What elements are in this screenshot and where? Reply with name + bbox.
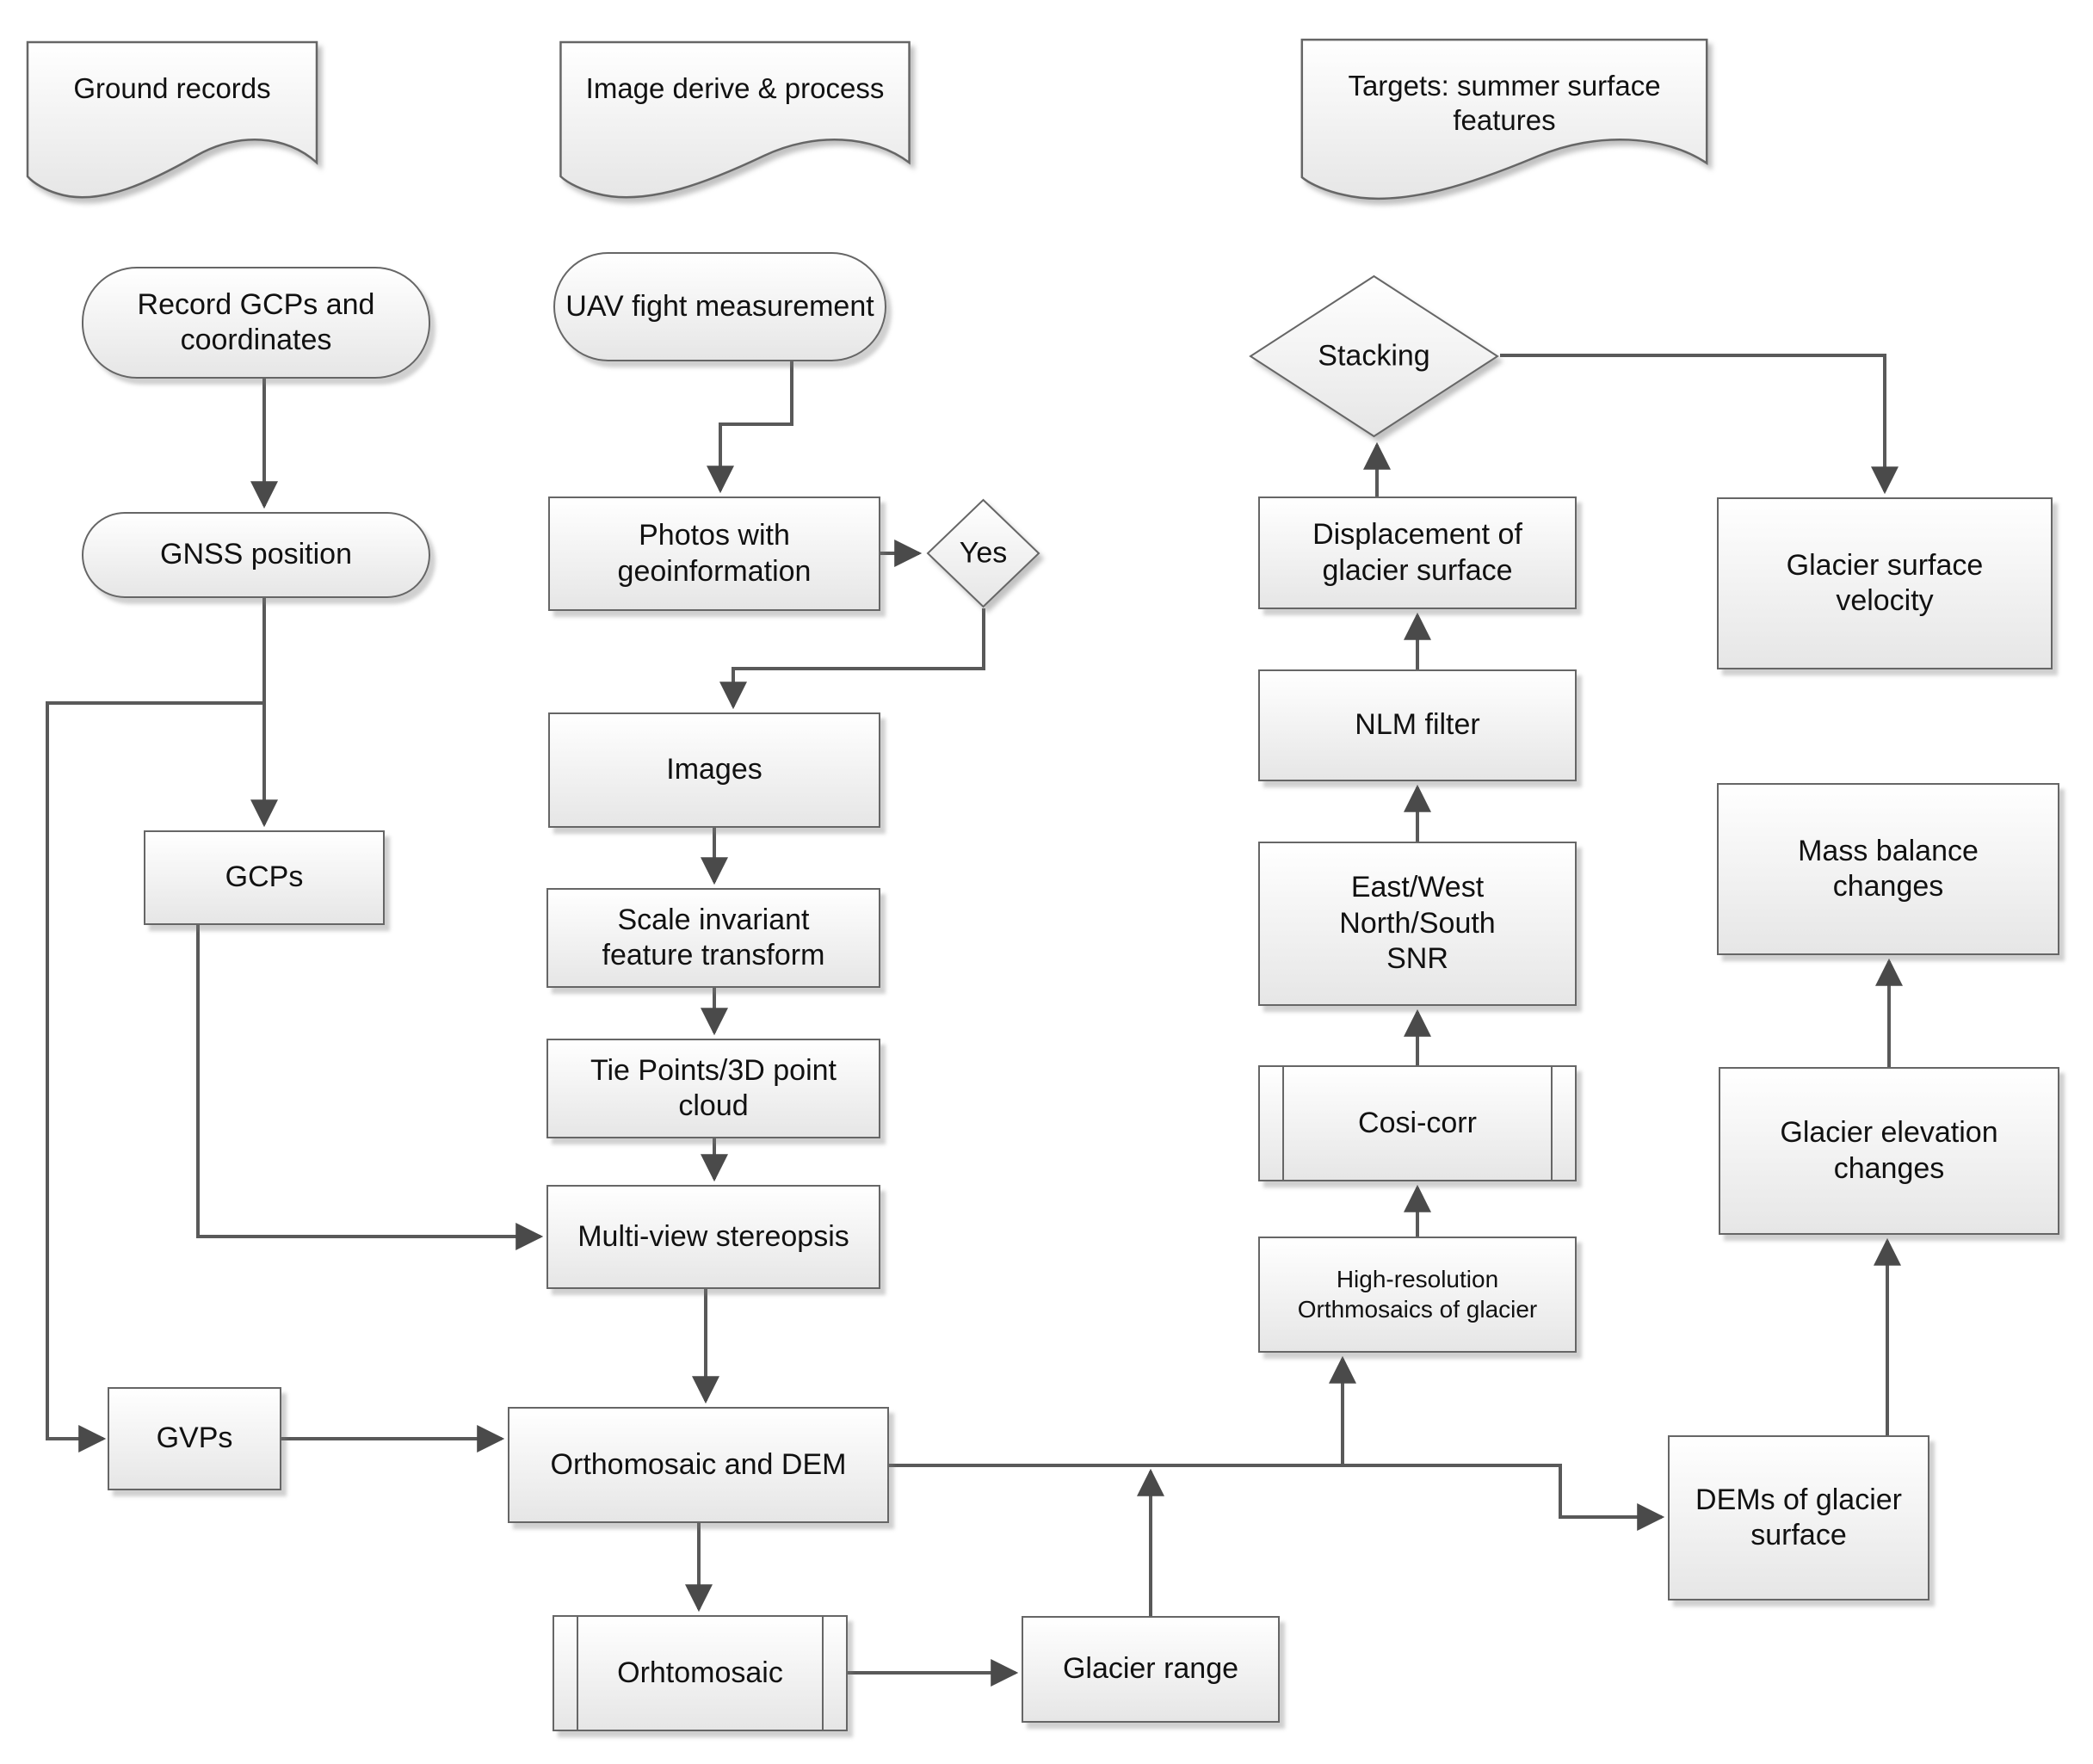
node-stacking-decision-label: Stacking — [1318, 339, 1430, 373]
document-shape-icon — [22, 39, 323, 211]
connector-gnss-gvps — [46, 701, 264, 1453]
node-multi-view-stereopsis-label: Multi-view stereopsis — [577, 1219, 849, 1253]
node-photos-with-geoinformation: Photos with geoinformation — [548, 497, 880, 611]
header-image-derive-process-label: Image derive & process — [585, 72, 885, 104]
node-glacier-surface-velocity-label: Glacier surface velocity — [1786, 548, 1984, 617]
node-gnss-position: GNSS position — [82, 512, 430, 598]
node-mass-balance-changes: Mass balance changes — [1717, 783, 2059, 955]
connector-yes-images — [719, 608, 985, 710]
node-record-gcps: Record GCPs and coordinates — [82, 267, 430, 379]
node-glacier-range-label: Glacier range — [1062, 1652, 1239, 1686]
node-glacier-range: Glacier range — [1022, 1616, 1280, 1723]
node-scale-invariant-feature-transform: Scale invariant feature transform — [546, 888, 880, 988]
node-dems-of-glacier-surface: DEMs of glacier surface — [1668, 1435, 1929, 1601]
node-glacier-surface-velocity: Glacier surface velocity — [1717, 497, 2053, 669]
node-gvps: GVPs — [108, 1387, 281, 1490]
node-orthomosaic-and-dem: Orthomosaic and DEM — [508, 1407, 889, 1523]
node-multi-view-stereopsis: Multi-view stereopsis — [546, 1185, 880, 1289]
header-image-derive-process: Image derive & process — [553, 39, 917, 211]
node-uav-fight-measurement-label: UAV fight measurement — [565, 289, 874, 323]
node-record-gcps-label: Record GCPs and coordinates — [137, 287, 375, 356]
node-stacking-decision: Stacking — [1248, 274, 1500, 439]
node-images-label: Images — [666, 753, 762, 786]
diamond-shape-icon — [1249, 274, 1499, 438]
node-sift-label: Scale invariant feature transform — [602, 903, 825, 971]
node-displacement-of-glacier-surface: Displacement of glacier surface — [1258, 497, 1577, 609]
node-yes-decision-label: Yes — [959, 536, 1008, 570]
node-high-resolution-orthmosaics-label: High-resolution Orthmosaics of glacier — [1297, 1266, 1538, 1323]
header-targets: Targets: summer surface features — [1293, 36, 1715, 213]
node-cosi-corr: Cosi-corr — [1258, 1065, 1577, 1181]
node-displacement-label: Displacement of glacier surface — [1312, 518, 1522, 587]
diamond-shape-icon — [926, 498, 1040, 608]
node-nlm-filter: NLM filter — [1258, 669, 1577, 781]
connector-stacking-gsv — [1500, 354, 1899, 495]
node-high-resolution-orthmosaics: High-resolution Orthmosaics of glacier — [1258, 1237, 1577, 1353]
node-gcps: GCPs — [144, 830, 385, 925]
node-gnss-position-label: GNSS position — [160, 538, 352, 571]
node-cosi-corr-label: Cosi-corr — [1358, 1106, 1477, 1139]
connector-gcps-multiview — [196, 925, 544, 1250]
connector-uav-photos — [707, 361, 793, 494]
node-orhtomosaic: Orhtomosaic — [553, 1615, 848, 1731]
node-east-west-north-south-snr: East/West North/South SNR — [1258, 842, 1577, 1006]
header-ground-records-label: Ground records — [73, 72, 271, 104]
node-orthomosaic-and-dem-label: Orthomosaic and DEM — [550, 1447, 847, 1481]
node-glacier-elevation-changes-label: Glacier elevation changes — [1780, 1116, 1998, 1185]
node-gvps-label: GVPs — [156, 1422, 233, 1455]
header-ground-records: Ground records — [22, 39, 323, 211]
node-tie-points-label: Tie Points/3D point cloud — [590, 1053, 837, 1122]
document-shape-icon — [1293, 36, 1715, 213]
node-nlm-filter-label: NLM filter — [1355, 708, 1480, 742]
document-shape-icon — [553, 39, 917, 211]
node-tie-points-3d-point-cloud: Tie Points/3D point cloud — [546, 1039, 880, 1138]
node-gcps-label: GCPs — [225, 860, 304, 894]
node-glacier-elevation-changes: Glacier elevation changes — [1719, 1067, 2059, 1235]
node-orhtomosaic-label: Orhtomosaic — [617, 1656, 783, 1689]
connector-orthodem-dems-rail — [889, 1464, 1665, 1531]
header-targets-label: Targets: summer surface features — [1348, 70, 1661, 137]
node-uav-fight-measurement: UAV fight measurement — [553, 252, 886, 361]
node-images: Images — [548, 712, 880, 828]
node-yes-decision: Yes — [925, 497, 1041, 609]
node-dems-of-glacier-surface-label: DEMs of glacier surface — [1695, 1483, 1902, 1551]
node-ew-ns-snr-label: East/West North/South SNR — [1339, 871, 1496, 976]
node-photos-with-geoinformation-label: Photos with geoinformation — [617, 519, 812, 588]
node-mass-balance-changes-label: Mass balance changes — [1798, 834, 1979, 903]
